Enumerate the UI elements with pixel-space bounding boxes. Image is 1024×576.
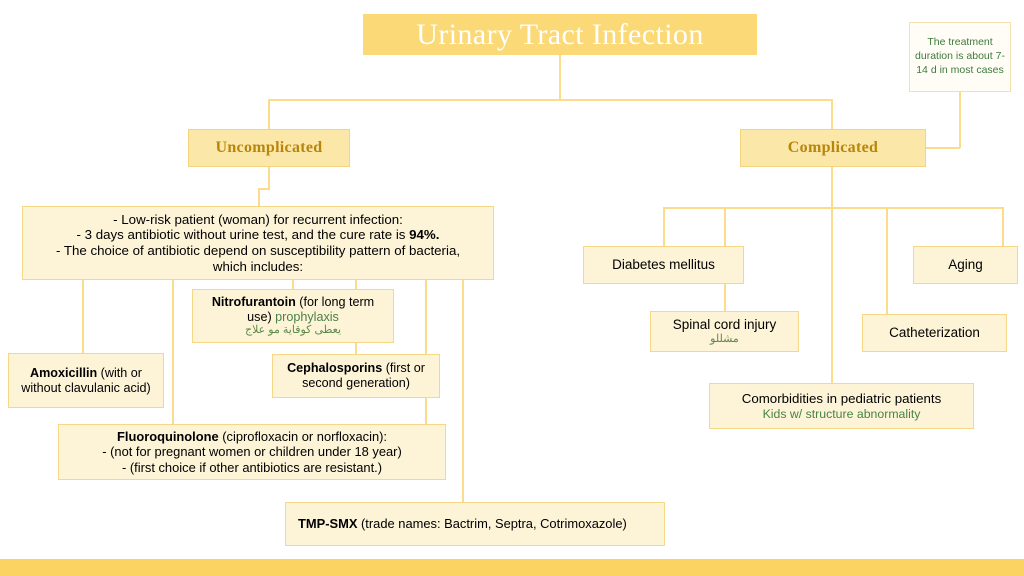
footer-bar <box>0 559 1024 576</box>
catheterization-label: Catheterization <box>889 325 980 341</box>
antibiotic-fluoroquinolone[interactable]: Fluoroquinolone (ciprofloxacin or norflo… <box>58 424 446 480</box>
fluoroquinolone-line1: Fluoroquinolone (ciprofloxacin or norflo… <box>65 429 439 444</box>
connector-detail-to-amoxicillin <box>82 280 84 353</box>
branch-complicated[interactable]: Complicated <box>740 129 926 167</box>
uncomplicated-detail-line1: - Low-risk patient (woman) for recurrent… <box>113 211 403 227</box>
connector-note-vertical <box>959 92 961 148</box>
cephalosporins-name: Cephalosporins <box>287 361 383 376</box>
amoxicillin-detail: (with or without clavulanic acid) <box>21 365 151 395</box>
comorbidities-sub-label: Kids w/ structure abnormality <box>762 406 921 421</box>
connector-detail-to-fluoroquinolone-b <box>425 280 427 424</box>
connector-cmp-to-comorbidities <box>831 207 833 383</box>
comorbidities-label: Comorbidities in pediatric patients <box>741 390 942 406</box>
connector-unc-elbow <box>258 188 270 190</box>
uncomplicated-detail-line3: - The choice of antibiotic depend on sus… <box>55 243 461 258</box>
fluoroquinolone-detail: (ciprofloxacin or norfloxacin): <box>218 429 388 445</box>
antibiotic-cephalosporins[interactable]: Cephalosporins (first or second generati… <box>272 354 440 398</box>
fluoroquinolone-line3: - (first choice if other antibiotics are… <box>121 459 383 475</box>
page-title: Urinary Tract Infection <box>416 17 704 51</box>
connector-detail-to-nitrofurantoin <box>292 280 294 289</box>
nitrofurantoin-arabic-note: يعطى كوقاية مو علاج <box>244 324 342 337</box>
tmp-smx-detail: (trade names: Bactrim, Septra, Cotrimoxa… <box>357 516 627 532</box>
branch-uncomplicated-label: Uncomplicated <box>215 139 323 156</box>
diagram-title: Urinary Tract Infection <box>363 14 757 55</box>
fluoroquinolone-name: Fluoroquinolone <box>116 429 219 445</box>
cure-rate-value: 94%. <box>409 227 440 243</box>
complicated-factor-comorbidities[interactable]: Comorbidities in pediatric patients Kids… <box>709 383 974 429</box>
connector-to-complicated <box>831 99 833 129</box>
nitrofurantoin-name: Nitrofurantoin <box>211 294 296 309</box>
aging-label: Aging <box>948 257 983 273</box>
complicated-factor-spinal-cord-injury[interactable]: Spinal cord injury مشللو <box>650 311 799 352</box>
connector-cmp-down <box>831 167 833 208</box>
complicated-factor-diabetes[interactable]: Diabetes mellitus <box>583 246 744 284</box>
connector-cmp-split <box>663 207 1003 209</box>
antibiotic-amoxicillin[interactable]: Amoxicillin (with or without clavulanic … <box>8 353 164 408</box>
connector-detail-to-fluoroquinolone <box>172 280 174 424</box>
connector-cmp-to-diabetes <box>663 207 665 246</box>
cure-rate-text: - 3 days antibiotic without urine test, … <box>76 227 410 243</box>
cephalosporins-line: Cephalosporins (first or second generati… <box>279 361 433 391</box>
spinal-cord-injury-label: Spinal cord injury <box>672 317 777 333</box>
connector-detail-to-tmpsmx <box>462 280 464 502</box>
cephalosporins-detail: (first or second generation) <box>302 361 425 390</box>
connector-title-down <box>559 55 561 101</box>
nitrofurantoin-line: Nitrofurantoin (for long term use) proph… <box>199 295 387 325</box>
uncomplicated-detail-line4: which includes: <box>212 258 304 274</box>
tmp-smx-name: TMP-SMX <box>298 516 358 532</box>
uncomplicated-detail-box: - Low-risk patient (woman) for recurrent… <box>22 206 494 280</box>
treatment-duration-note: The treatment duration is about 7-14 d i… <box>909 22 1011 92</box>
fluoroquinolone-line2: - (not for pregnant women or children un… <box>102 444 402 460</box>
nitrofurantoin-detail: (for long term use) <box>247 294 375 324</box>
branch-uncomplicated[interactable]: Uncomplicated <box>188 129 350 167</box>
connector-cmp-to-catheterization <box>886 207 888 314</box>
spinal-cord-injury-arabic-note: مشللو <box>710 332 739 345</box>
connector-unc-down <box>268 167 270 189</box>
uncomplicated-detail-line2: - 3 days antibiotic without urine test, … <box>29 227 487 243</box>
amoxicillin-name: Amoxicillin <box>30 365 98 380</box>
tmp-smx-line: TMP-SMX (trade names: Bactrim, Septra, C… <box>298 516 658 531</box>
nitrofurantoin-green-note: prophylaxis <box>275 309 339 324</box>
connector-cmp-to-aging <box>1002 207 1004 246</box>
connector-title-split <box>268 99 832 101</box>
antibiotic-nitrofurantoin[interactable]: Nitrofurantoin (for long term use) proph… <box>192 289 394 343</box>
treatment-duration-note-text: The treatment duration is about 7-14 d i… <box>915 36 1005 76</box>
diabetes-label: Diabetes mellitus <box>612 257 715 273</box>
branch-complicated-label: Complicated <box>787 139 879 156</box>
connector-to-uncomplicated <box>268 99 270 129</box>
antibiotic-tmp-smx[interactable]: TMP-SMX (trade names: Bactrim, Septra, C… <box>285 502 665 546</box>
complicated-factor-catheterization[interactable]: Catheterization <box>862 314 1007 352</box>
amoxicillin-line: Amoxicillin (with or without clavulanic … <box>15 366 157 396</box>
complicated-factor-aging[interactable]: Aging <box>913 246 1018 284</box>
connector-unc-to-detail <box>258 188 260 206</box>
connector-note-horizontal <box>926 147 960 149</box>
